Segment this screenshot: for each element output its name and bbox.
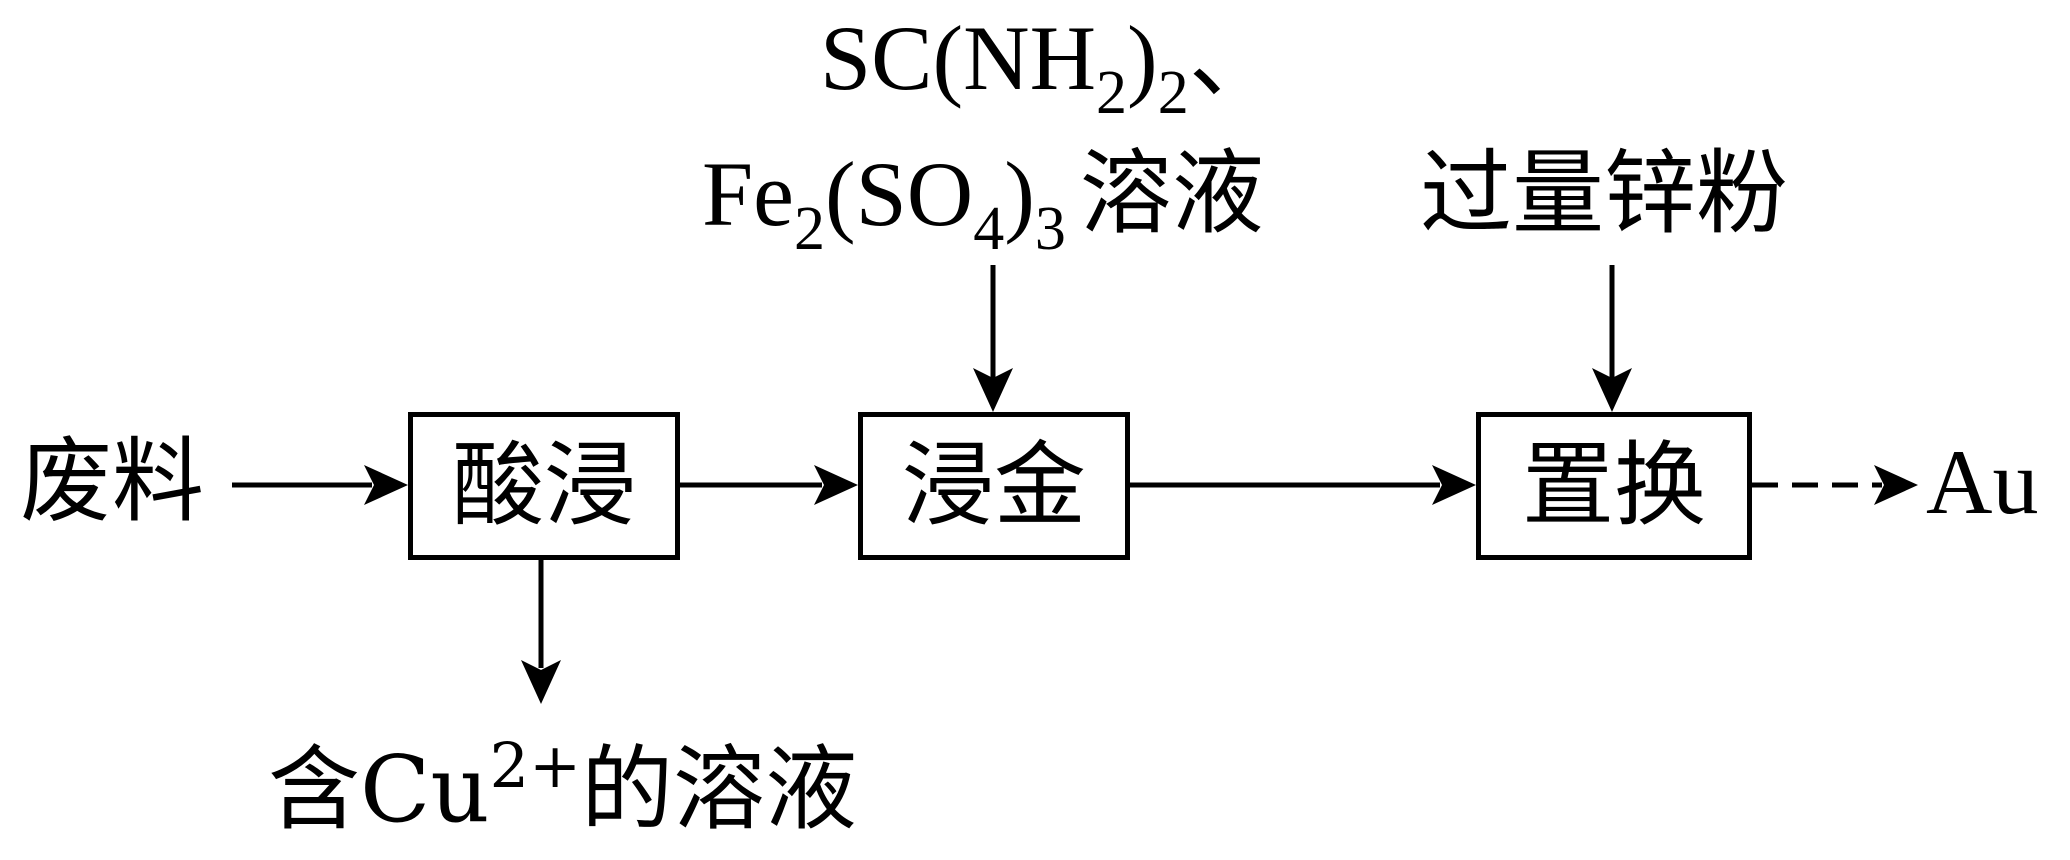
byproduct-suffix: 的溶液 <box>581 736 858 843</box>
step-box-gold-leach: 浸金 <box>858 412 1130 560</box>
step-label-replacement: 置换 <box>1521 432 1706 539</box>
reagent-line2-sub2: 4 <box>973 195 1005 263</box>
reagent-line2-prefix: Fe <box>702 143 794 245</box>
reagent-line2-suffix: 溶液 <box>1079 143 1264 245</box>
byproduct-charge: 2+ <box>489 729 582 802</box>
reagent-line2-mid1: (SO <box>825 143 974 245</box>
arrowhead-input-to-acid <box>364 465 408 505</box>
reagent-line1-prefix: SC(NH <box>820 7 1097 109</box>
reagent-line2-sub3: 3 <box>1034 195 1066 263</box>
reagent-line2-mid2: ) <box>1004 143 1035 245</box>
reagent-line2-sub1: 2 <box>794 195 825 263</box>
reagent-leach-line1: SC(NH2)2、 <box>820 7 1281 124</box>
input-label: 废料 <box>20 428 205 535</box>
reagent-line1-mid: ) <box>1127 7 1158 109</box>
arrowhead-replace-to-au <box>1874 465 1918 505</box>
product-label: Au <box>1926 431 2039 533</box>
arrowhead-zinc-to-replace <box>1592 368 1632 412</box>
reagent-zinc-label: 过量锌粉 <box>1420 140 1789 247</box>
byproduct-prefix: 含Cu <box>268 736 490 843</box>
arrowhead-acid-to-byproduct <box>521 660 561 704</box>
step-label-gold-leach: 浸金 <box>901 432 1086 539</box>
arrowhead-gold-to-replace <box>1432 465 1476 505</box>
reagent-line1-sub1: 2 <box>1096 59 1128 127</box>
step-box-acid-leach: 酸浸 <box>408 412 680 560</box>
step-label-acid-leach: 酸浸 <box>451 432 636 539</box>
arrowhead-acid-to-gold <box>814 465 858 505</box>
byproduct-label: 含Cu2+的溶液 <box>268 735 857 840</box>
arrowhead-reagent-to-gold <box>973 368 1013 412</box>
step-box-replacement: 置换 <box>1476 412 1752 560</box>
reagent-line1-suffix: 、 <box>1188 7 1281 109</box>
reagent-line1-sub2: 2 <box>1157 59 1189 127</box>
